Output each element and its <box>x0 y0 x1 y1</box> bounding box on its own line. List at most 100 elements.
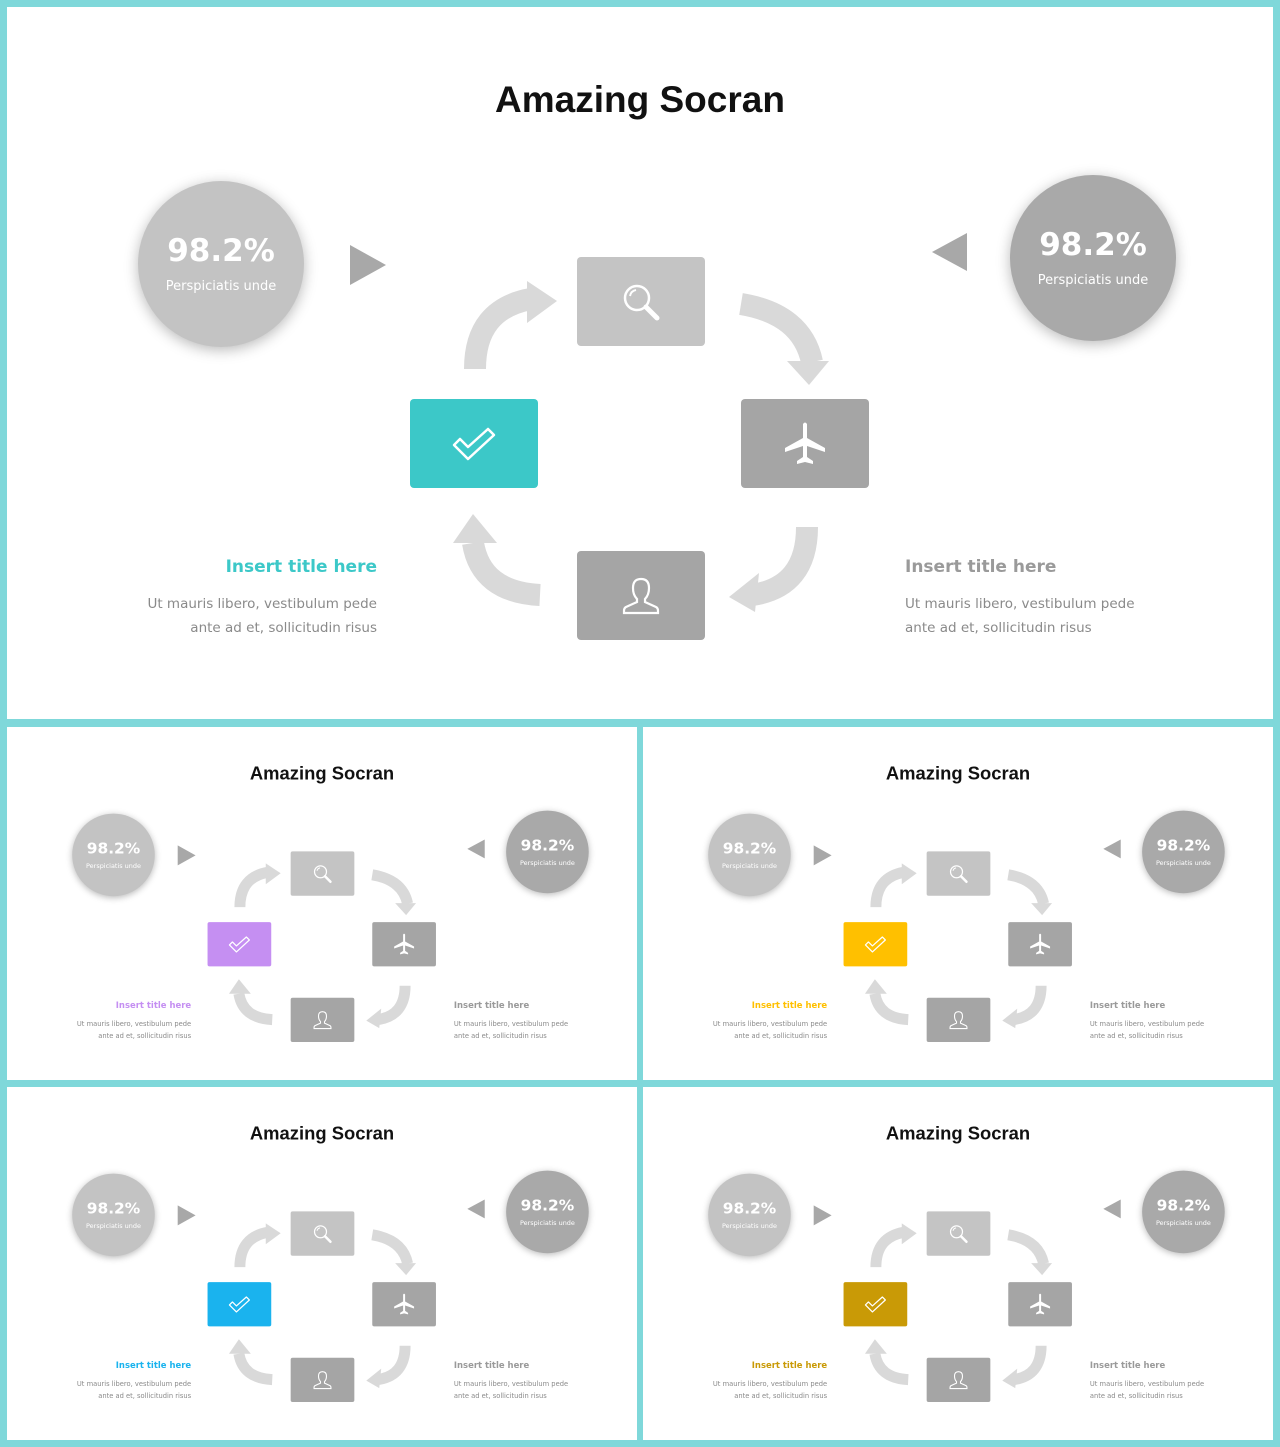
text-line: ante ad et, sollicitudin risus <box>190 620 377 636</box>
checkmark-icon <box>228 936 250 953</box>
slide-main: Amazing Socran 98.2% Perspiciatis unde 9… <box>7 7 1273 719</box>
slide-variant-yellow: Amazing Socran 98.2% Perspiciatis unde 9… <box>643 727 1273 1080</box>
slide-content: Amazing Socran 98.2% Perspiciatis unde 9… <box>643 727 1273 1080</box>
stat-value: 98.2% <box>86 839 141 858</box>
right-text-title: Insert title here <box>453 1000 530 1011</box>
stat-value: 98.2% <box>722 1199 777 1218</box>
cycle-arrows <box>864 863 1053 1029</box>
stat-label: Perspiciatis unde <box>1037 273 1149 288</box>
left-text-title: Insert title here <box>751 1360 828 1371</box>
left-text-body: Ut mauris libero, vestibulum pede ante a… <box>97 592 377 640</box>
user-step-box <box>926 997 991 1042</box>
curved-arrow-icon <box>371 869 413 906</box>
arrow-head-icon <box>527 281 557 323</box>
text-line: Ut mauris libero, vestibulum pede <box>905 596 1135 612</box>
stat-circle-right: 98.2% Perspiciatis unde <box>1010 175 1176 341</box>
stat-value: 98.2% <box>1156 836 1211 855</box>
stat-circle-right: 98.2% Perspiciatis unde <box>1142 1170 1225 1254</box>
user-icon <box>949 1010 968 1029</box>
curved-arrow-icon <box>1012 1345 1047 1386</box>
right-text-title: Insert title here <box>1089 1000 1166 1011</box>
checkmark-step-box <box>207 922 272 967</box>
curved-arrow-icon <box>234 1226 270 1268</box>
curved-arrow-icon <box>376 985 411 1026</box>
pointer-left-icon <box>467 1199 485 1219</box>
arrow-head-icon <box>228 1339 251 1354</box>
text-line: ante ad et, sollicitudin risus <box>453 1032 547 1041</box>
user-icon <box>313 1010 332 1029</box>
arrow-head-icon <box>228 979 251 994</box>
left-text-body: Ut mauris libero, vestibulum pede ante a… <box>52 1378 191 1402</box>
stat-label: Perspiciatis unde <box>165 279 277 294</box>
airplane-icon <box>1030 933 1051 955</box>
arrow-head-icon <box>864 979 887 994</box>
user-icon <box>622 577 660 614</box>
airplane-step-box <box>1008 1282 1072 1327</box>
search-step-box <box>290 1211 355 1256</box>
pointer-right-icon <box>813 1205 832 1226</box>
arrow-head-icon <box>901 863 917 885</box>
airplane-icon <box>1030 1293 1051 1315</box>
arrow-head-icon <box>1031 903 1053 916</box>
user-step-box <box>290 997 355 1042</box>
pointer-right-icon <box>350 245 386 285</box>
right-text-title: Insert title here <box>905 557 1057 577</box>
curved-arrow-icon <box>749 526 818 606</box>
right-text-body: Ut mauris libero, vestibulum pede ante a… <box>905 592 1205 640</box>
airplane-icon <box>785 422 825 464</box>
airplane-icon <box>394 1293 415 1315</box>
slide-title: Amazing Socran <box>885 1122 1031 1144</box>
user-icon <box>949 1370 968 1389</box>
arrow-head-icon <box>395 1263 417 1276</box>
text-line: ante ad et, sollicitudin risus <box>1089 1032 1183 1041</box>
stat-circle-right: 98.2% Perspiciatis unde <box>1142 810 1225 894</box>
search-step-box <box>926 851 991 896</box>
curved-arrow-icon <box>234 866 270 908</box>
arrow-head-icon <box>787 361 829 385</box>
stat-value: 98.2% <box>722 839 777 858</box>
stat-value: 98.2% <box>1156 1196 1211 1215</box>
airplane-step-box <box>372 1282 436 1327</box>
search-icon <box>949 1224 968 1243</box>
pointer-right-icon <box>177 1205 196 1226</box>
search-icon <box>623 284 660 320</box>
curved-arrow-icon <box>869 1352 909 1386</box>
search-icon <box>313 1224 332 1243</box>
slide-title: Amazing Socran <box>249 762 395 784</box>
pointer-left-icon <box>932 233 967 271</box>
left-text-body: Ut mauris libero, vestibulum pede ante a… <box>688 1018 827 1042</box>
slide-variant-gold: Amazing Socran 98.2% Perspiciatis unde 9… <box>643 1087 1273 1440</box>
cycle-arrows <box>228 1223 417 1389</box>
stat-value: 98.2% <box>520 836 575 855</box>
pointer-right-icon <box>177 845 196 866</box>
text-line: ante ad et, sollicitudin risus <box>734 1392 828 1401</box>
right-text-body: Ut mauris libero, vestibulum pede ante a… <box>1090 1018 1239 1042</box>
arrow-head-icon <box>901 1223 917 1245</box>
text-line: ante ad et, sollicitudin risus <box>453 1392 547 1401</box>
stat-label: Perspiciatis unde <box>86 862 141 870</box>
arrow-head-icon <box>1002 1008 1018 1029</box>
slide-title: Amazing Socran <box>495 79 785 120</box>
checkmark-icon <box>452 427 496 460</box>
user-step-box <box>926 1357 991 1402</box>
arrow-head-icon <box>729 573 759 612</box>
stat-label: Perspiciatis unde <box>86 1222 141 1230</box>
arrow-head-icon <box>453 514 497 543</box>
cycle-arrows <box>453 281 829 612</box>
slide-variant-blue: Amazing Socran 98.2% Perspiciatis unde 9… <box>7 1087 637 1440</box>
text-line: Ut mauris libero, vestibulum pede <box>147 596 377 612</box>
curved-arrow-icon <box>233 992 273 1026</box>
right-text-title: Insert title here <box>1089 1360 1166 1371</box>
checkmark-step-box <box>843 1282 908 1327</box>
user-step-box <box>290 1357 355 1402</box>
arrow-head-icon <box>265 1223 281 1245</box>
curved-arrow-icon <box>376 1345 411 1386</box>
slide-content: Amazing Socran 98.2% Perspiciatis unde 9… <box>643 1087 1273 1440</box>
curved-arrow-icon <box>738 293 823 365</box>
slide-variant-purple: Amazing Socran 98.2% Perspiciatis unde 9… <box>7 727 637 1080</box>
user-icon <box>313 1370 332 1389</box>
curved-arrow-icon <box>371 1229 413 1266</box>
right-text-body: Ut mauris libero, vestibulum pede ante a… <box>454 1018 603 1042</box>
pointer-left-icon <box>1103 1199 1121 1219</box>
text-line: Ut mauris libero, vestibulum pede <box>1089 1020 1205 1029</box>
